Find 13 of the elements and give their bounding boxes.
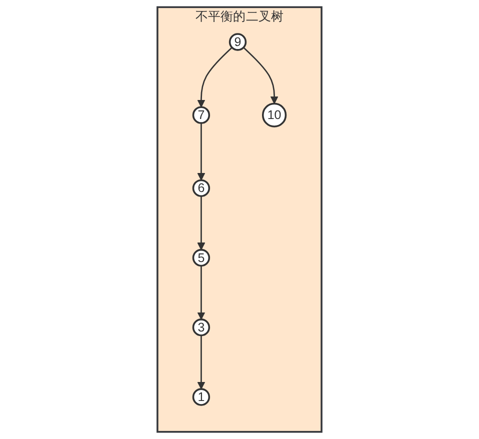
node-circle: 10	[262, 102, 287, 128]
arrow	[197, 335, 206, 390]
arrow	[197, 266, 206, 320]
node-circle: 7	[192, 106, 210, 124]
node-circle: 3	[192, 318, 210, 336]
node-circle: 1	[192, 388, 210, 406]
arrow	[243, 46, 278, 104]
arrow	[197, 123, 206, 181]
node-circle: 9	[228, 33, 247, 51]
node-circle: 6	[192, 179, 210, 198]
arrow	[197, 196, 206, 250]
node-circle: 5	[192, 248, 210, 267]
arrow	[197, 46, 232, 108]
